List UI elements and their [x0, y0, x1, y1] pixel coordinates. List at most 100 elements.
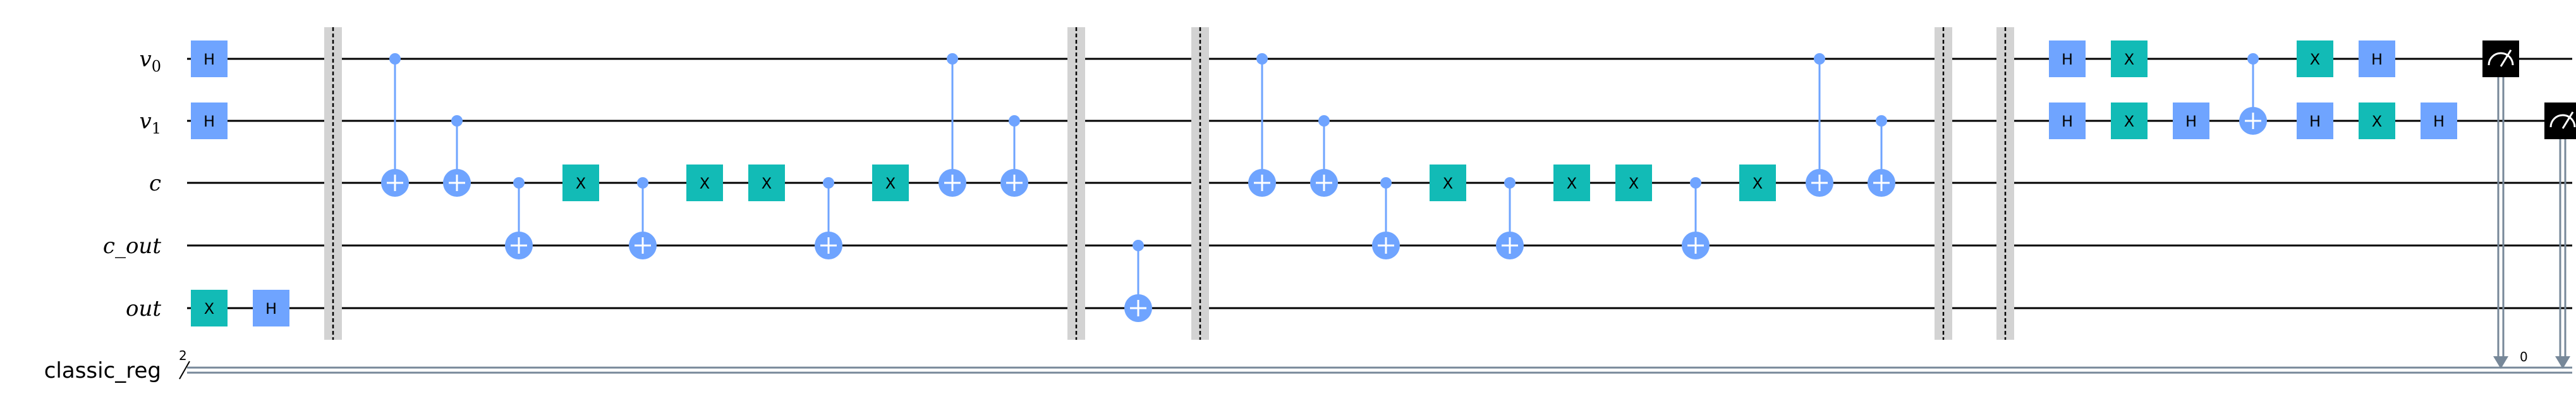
- x-gate-41: X: [2359, 102, 2395, 139]
- h-gate-3-box: [253, 290, 289, 326]
- barrier-4: [324, 27, 342, 340]
- gates-layer: HHXHXXXXXXXXHHXXHXHHXH01: [191, 27, 2576, 369]
- x-gate-22-text: X: [1443, 175, 1453, 192]
- h-gate-32-box: [2049, 40, 2086, 77]
- control-dot-6: [451, 115, 463, 127]
- h-gate-1: H: [191, 102, 228, 139]
- x-gate-13-box: [872, 165, 909, 201]
- qubit-label-out: out: [126, 296, 161, 321]
- measure-bit-label-43: 0: [2520, 349, 2528, 364]
- measure-gate-44: 1: [2544, 102, 2576, 369]
- meter-icon-arc-43: [2488, 52, 2514, 66]
- h-gate-33-box: [2049, 102, 2086, 139]
- h-gate-33-text: H: [2062, 113, 2073, 130]
- x-gate-35: X: [2111, 102, 2148, 139]
- cnot-gate-21: [1372, 177, 1400, 259]
- cnot-gate-14: [939, 53, 966, 197]
- classical-register-slash: [179, 361, 190, 380]
- x-gate-24: X: [1553, 165, 1590, 201]
- measure-arrow-43: [2493, 356, 2508, 369]
- control-dot-5: [389, 53, 401, 65]
- classical-register-label: classic_reg: [44, 358, 161, 383]
- x-gate-11-box: [748, 165, 785, 201]
- x-gate-13-text: X: [885, 175, 896, 192]
- h-gate-36: H: [2173, 102, 2209, 139]
- x-gate-8-text: X: [576, 175, 586, 192]
- cnot-gate-29: [1868, 115, 1895, 197]
- barrier-31: [1996, 27, 2014, 340]
- cnot-gate-7: [505, 177, 533, 259]
- h-gate-1-box: [191, 102, 228, 139]
- h-gate-40: H: [2359, 40, 2395, 77]
- x-gate-10-text: X: [700, 175, 710, 192]
- cnot-gate-17: [1124, 240, 1152, 322]
- x-gate-27: X: [1739, 165, 1776, 201]
- control-dot-26: [1690, 177, 1701, 189]
- barrier-18: [1191, 27, 1209, 340]
- cnot-gate-26: [1682, 177, 1710, 259]
- h-gate-32-text: H: [2062, 51, 2073, 68]
- x-gate-34: X: [2111, 40, 2148, 77]
- classical-register-size: 2: [179, 348, 187, 363]
- qubit-label-c: c: [149, 171, 161, 196]
- x-gate-41-text: X: [2372, 113, 2382, 130]
- x-gate-10: X: [686, 165, 723, 201]
- control-dot-9: [637, 177, 648, 189]
- x-gate-25-box: [1615, 165, 1652, 201]
- control-dot-12: [823, 177, 834, 189]
- h-gate-36-text: H: [2185, 113, 2197, 130]
- h-gate-32: H: [2049, 40, 2086, 77]
- h-gate-36-box: [2173, 102, 2209, 139]
- control-dot-21: [1380, 177, 1392, 189]
- cnot-gate-23: [1496, 177, 1524, 259]
- barrier-30: [1935, 27, 1952, 340]
- x-gate-27-box: [1739, 165, 1776, 201]
- x-gate-38: X: [2297, 40, 2333, 77]
- cnot-gate-28: [1806, 53, 1833, 197]
- meter-icon-needle-44: [2561, 111, 2574, 129]
- h-gate-39-text: H: [2309, 113, 2321, 130]
- x-gate-38-text: X: [2310, 51, 2320, 68]
- qubit-label-v0: v0: [140, 47, 162, 75]
- control-dot-7: [513, 177, 525, 189]
- meter-icon-box-43: [2482, 40, 2519, 77]
- cnot-gate-15: [1000, 115, 1028, 197]
- control-dot-37: [2247, 53, 2259, 65]
- x-gate-24-box: [1553, 165, 1590, 201]
- x-gate-2-text: X: [204, 300, 214, 318]
- cnot-gate-37: [2239, 53, 2267, 135]
- x-gate-35-box: [2111, 102, 2148, 139]
- x-gate-2-box: [191, 290, 228, 326]
- h-gate-0: H: [191, 40, 228, 77]
- control-dot-14: [947, 53, 958, 65]
- h-gate-42: H: [2421, 102, 2457, 139]
- control-dot-29: [1876, 115, 1887, 127]
- h-gate-42-box: [2421, 102, 2457, 139]
- measure-gate-43: 0: [2482, 40, 2528, 369]
- qubit-label-v1: v1: [140, 109, 162, 137]
- cnot-gate-5: [381, 53, 409, 197]
- x-gate-38-box: [2297, 40, 2333, 77]
- x-gate-8: X: [562, 165, 599, 201]
- control-dot-23: [1504, 177, 1516, 189]
- h-gate-3-text: H: [265, 300, 277, 318]
- x-gate-13: X: [872, 165, 909, 201]
- x-gate-34-box: [2111, 40, 2148, 77]
- x-gate-24-text: X: [1567, 175, 1577, 192]
- h-gate-40-text: H: [2371, 51, 2383, 68]
- meter-icon-needle-43: [2500, 49, 2512, 67]
- control-dot-28: [1814, 53, 1825, 65]
- cnot-gate-9: [629, 177, 657, 259]
- meter-icon-box-44: [2544, 102, 2576, 139]
- control-dot-17: [1133, 240, 1144, 251]
- x-gate-22: X: [1430, 165, 1466, 201]
- cnot-gate-12: [815, 177, 842, 259]
- qubit-label-c_out: c_out: [103, 233, 161, 259]
- h-gate-0-text: H: [204, 51, 215, 68]
- x-gate-25-text: X: [1629, 175, 1639, 192]
- x-gate-11: X: [748, 165, 785, 201]
- x-gate-25: X: [1615, 165, 1652, 201]
- x-gate-10-box: [686, 165, 723, 201]
- cnot-gate-20: [1310, 115, 1338, 197]
